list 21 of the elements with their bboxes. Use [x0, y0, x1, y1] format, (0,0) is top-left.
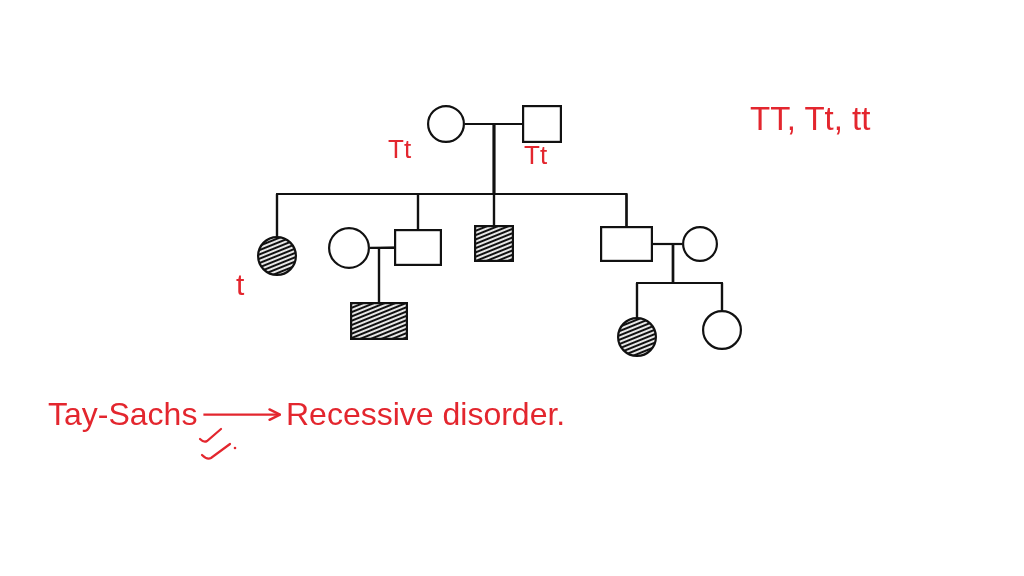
arrow	[203, 408, 282, 421]
genotype-label: Tt	[388, 135, 412, 164]
note-text: Recessive disorder.	[280, 397, 572, 433]
genotype-label: t	[236, 268, 245, 301]
open-circle	[682, 226, 718, 262]
open-circle	[328, 227, 370, 269]
open-square	[394, 229, 442, 266]
open-square	[522, 105, 562, 143]
open-circle	[427, 105, 465, 143]
hatched-circle	[617, 317, 657, 357]
open-circle	[702, 310, 742, 350]
genotype-label: Tt	[524, 141, 548, 170]
hatched-circle	[257, 236, 297, 276]
genotype-list: TT, Tt, tt	[750, 101, 871, 138]
hatched-square	[474, 225, 514, 262]
pedigree-line	[492, 122, 628, 226]
pedigree-line	[671, 242, 724, 310]
hatched-square	[350, 302, 408, 340]
open-square	[600, 226, 653, 262]
pedigree-line	[377, 246, 394, 302]
note-text: Tay-Sachs	[42, 397, 204, 433]
